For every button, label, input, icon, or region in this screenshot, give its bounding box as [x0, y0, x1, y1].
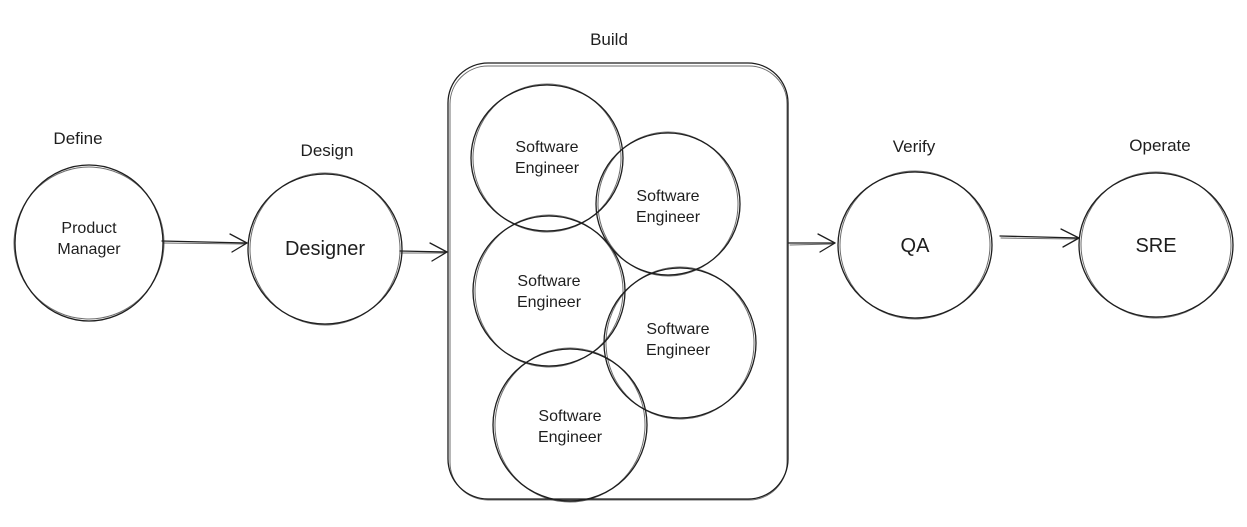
software-engineer-label-3: Software Engineer [516, 273, 582, 311]
stage-label-operate: Operate [1129, 135, 1191, 155]
software-engineer-circle-4 [603, 266, 757, 420]
software-engineer-circle-2 [595, 131, 741, 277]
stage-label-design: Design [300, 140, 354, 160]
qa-label: QA [900, 235, 930, 257]
software-engineer-label-2: Software Engineer [635, 188, 701, 226]
software-engineer-label-4: Software Engineer [645, 321, 711, 359]
arrow-build-to-verify [788, 233, 836, 253]
software-engineer-label-1: Software Engineer [514, 139, 580, 177]
qa-circle [837, 170, 993, 320]
software-engineer-circle-5 [492, 347, 648, 503]
arrow-define-to-design [161, 233, 248, 253]
stage-label-verify: Verify [892, 136, 936, 156]
stage-label-define: Define [53, 128, 103, 148]
designer-circle [247, 172, 403, 326]
sre-label: SRE [1135, 235, 1177, 257]
software-engineer-circle-1 [470, 83, 624, 233]
arrow-verify-to-operate [999, 228, 1080, 248]
software-engineer-label-5: Software Engineer [537, 408, 603, 446]
stage-label-build: Build [590, 29, 628, 49]
product-manager-label: Product Manager [57, 220, 121, 258]
designer-label: Designer [284, 238, 366, 260]
build-box [447, 62, 789, 501]
arrow-design-to-build [399, 242, 448, 262]
sre-circle [1078, 171, 1234, 319]
